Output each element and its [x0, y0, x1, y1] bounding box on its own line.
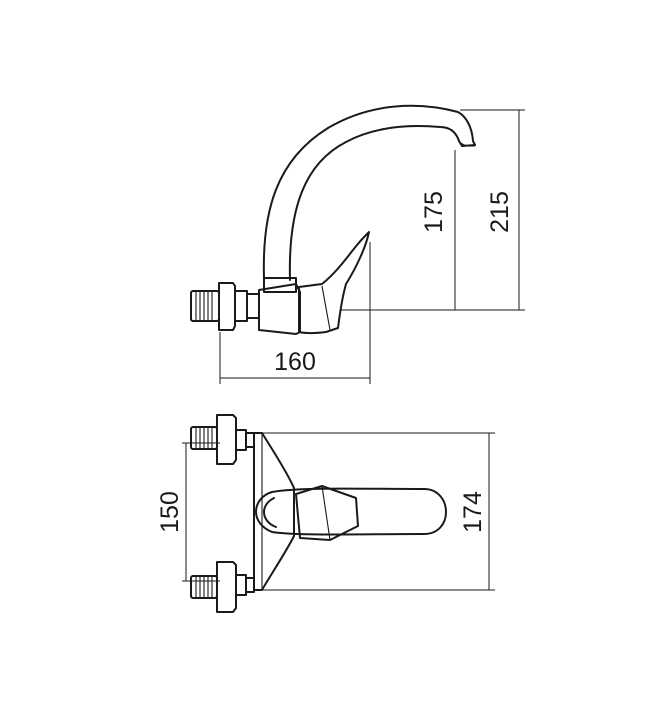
side-inlet-thread — [190, 290, 220, 322]
dim-150-label: 150 — [156, 491, 184, 533]
top-spout — [255, 487, 447, 536]
side-body — [246, 277, 301, 335]
top-mixer-body — [253, 432, 295, 591]
side-spout — [262, 104, 476, 281]
dim-150: 150 — [156, 442, 220, 582]
side-lever-handle — [298, 231, 370, 335]
dim-215: 215 — [460, 109, 525, 311]
dim-175: 175 — [340, 150, 462, 311]
dim-215-label: 215 — [486, 191, 514, 233]
dim-174: 174 — [262, 432, 495, 591]
side-view: 160 175 215 — [190, 104, 525, 384]
dim-160: 160 — [219, 242, 371, 384]
top-lever-handle — [295, 485, 359, 541]
side-escutcheon — [218, 282, 248, 331]
top-view: 150 174 — [156, 414, 495, 613]
dim-160-label: 160 — [274, 348, 316, 376]
top-lower-inlet — [190, 561, 255, 613]
dim-174-label: 174 — [459, 491, 487, 533]
top-upper-inlet — [190, 414, 255, 465]
dim-175-label: 175 — [420, 191, 448, 233]
